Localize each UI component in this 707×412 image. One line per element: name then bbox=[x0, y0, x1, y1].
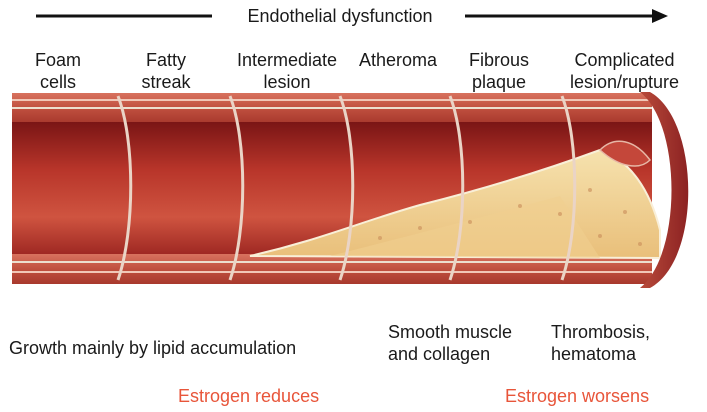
header-label: Endothelial dysfunction bbox=[215, 5, 465, 27]
estrogen-reduces-label: Estrogen reduces bbox=[178, 385, 319, 407]
growth-lipid-label: Growth mainly by lipid accumulation bbox=[9, 337, 296, 359]
estrogen-worsens-label: Estrogen worsens bbox=[505, 385, 649, 407]
vessel-bottom-wall bbox=[12, 254, 652, 284]
stage-atheroma: Atheroma bbox=[348, 49, 448, 71]
header-arrow-head-icon bbox=[652, 9, 668, 23]
growth-thrombosis-label: Thrombosis,hematoma bbox=[551, 321, 650, 365]
vessel bbox=[12, 92, 688, 288]
